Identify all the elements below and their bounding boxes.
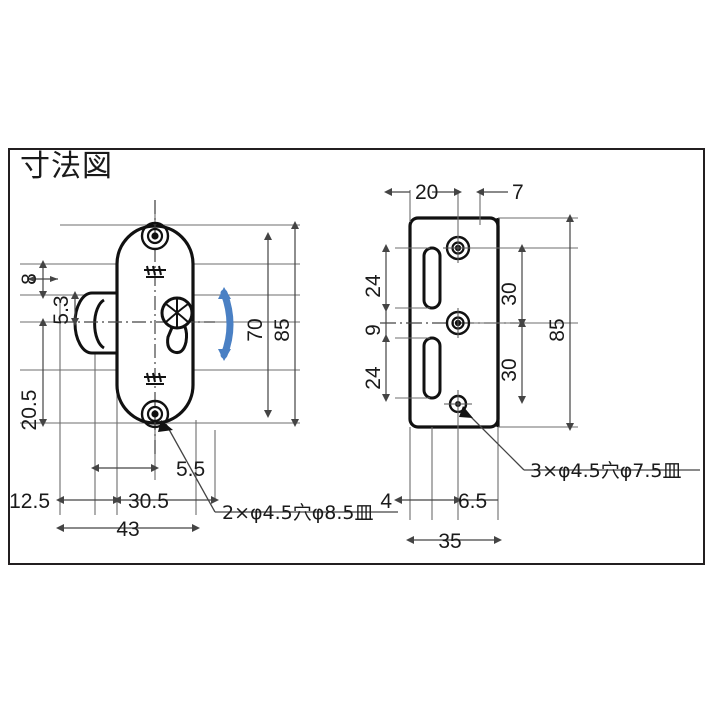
svg-text:30.5: 30.5 (128, 490, 169, 513)
svg-text:20: 20 (415, 181, 438, 204)
rotation-arrow-icon (218, 287, 234, 361)
svg-text:9: 9 (362, 324, 385, 336)
svg-text:5.3: 5.3 (50, 295, 73, 324)
svg-text:8: 8 (18, 273, 41, 285)
dimlines-right (382, 188, 700, 544)
right-view-note: 3×φ4.5穴φ7.5皿 (530, 460, 682, 482)
svg-text:70: 70 (244, 318, 267, 341)
dim-labels-left: 8 5.3 20.5 70 85 5.5 12.5 30.5 43 (9, 273, 294, 541)
fastener-symbol-upper (144, 265, 166, 278)
right-view-body (380, 216, 520, 429)
svg-text:20.5: 20.5 (18, 390, 41, 431)
svg-text:6.5: 6.5 (458, 490, 487, 513)
svg-text:24: 24 (362, 366, 385, 390)
dim-labels-right: 20 7 24 9 24 30 30 85 4 6.5 35 (362, 181, 569, 553)
svg-text:12.5: 12.5 (9, 490, 50, 513)
svg-text:85: 85 (271, 318, 294, 341)
left-view-body (60, 200, 215, 455)
svg-text:5.5: 5.5 (176, 458, 205, 481)
svg-text:85: 85 (546, 318, 569, 341)
svg-text:24: 24 (362, 274, 385, 298)
left-view-note: 2×φ4.5穴φ8.5皿 (222, 502, 374, 524)
svg-text:30: 30 (498, 282, 521, 305)
svg-text:35: 35 (438, 530, 461, 553)
dimlines-left (27, 221, 398, 532)
page-title: 寸法図 (20, 149, 113, 184)
svg-text:30: 30 (498, 358, 521, 381)
svg-text:7: 7 (512, 181, 524, 204)
svg-text:43: 43 (116, 518, 139, 541)
left-leader-arrowhead (158, 420, 173, 432)
thumbturn-knob (160, 296, 194, 354)
svg-text:4: 4 (380, 490, 392, 513)
fastener-symbol-lower (144, 372, 166, 385)
